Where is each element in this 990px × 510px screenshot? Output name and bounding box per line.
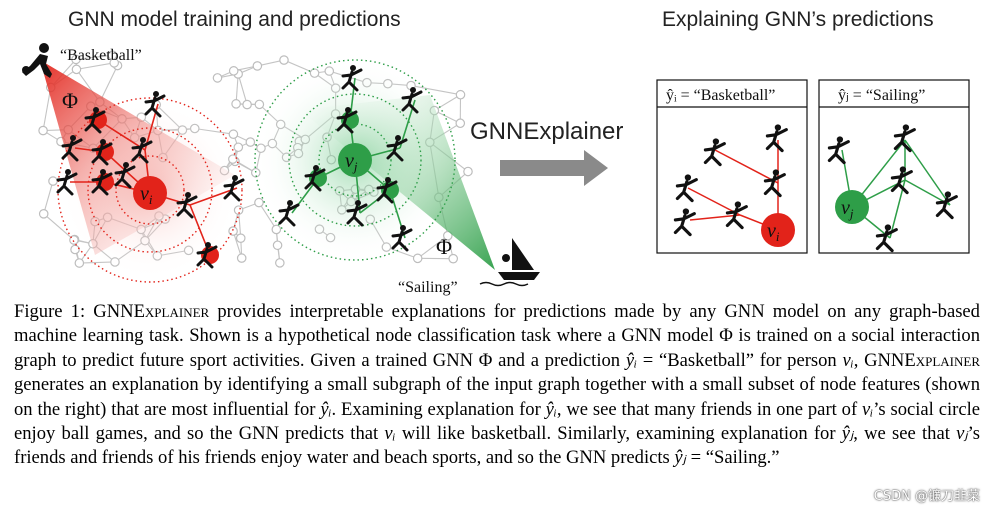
green-hop-circles bbox=[254, 59, 456, 261]
graph-node bbox=[463, 166, 473, 177]
athlete-icon bbox=[386, 135, 408, 162]
explanation-panel-i: ŷᵢ = “Basketball” vi bbox=[656, 79, 808, 254]
explain-arrow bbox=[500, 150, 608, 186]
athlete-icon bbox=[346, 200, 368, 227]
athlete-icon bbox=[890, 166, 913, 195]
athlete-icon bbox=[304, 165, 327, 192]
graph-node bbox=[412, 253, 423, 264]
graph-node bbox=[245, 137, 256, 147]
athlete-icon bbox=[725, 201, 748, 230]
graph-node bbox=[443, 230, 453, 241]
node-vj bbox=[338, 143, 372, 177]
athlete-icon bbox=[401, 87, 423, 114]
athlete-icon bbox=[336, 107, 359, 134]
gnnexplainer-arrow-label: GNNExplainer bbox=[470, 118, 623, 145]
figure-graphic: vi vj Φ Φ “Basketball” “Sailing” GNNExpl… bbox=[22, 43, 970, 296]
athlete-icon bbox=[91, 139, 114, 166]
graph-node bbox=[38, 125, 48, 136]
athlete-icon bbox=[935, 191, 958, 220]
graph-node bbox=[235, 233, 246, 243]
panel-i-title: ŷᵢ = “Basketball” bbox=[666, 87, 775, 104]
sailing-label: “Sailing” bbox=[398, 279, 458, 296]
phi-label-green: Φ bbox=[436, 234, 452, 259]
athlete-icon bbox=[675, 174, 698, 203]
athlete-icon bbox=[278, 200, 300, 227]
node-vj-label: vj bbox=[345, 150, 358, 174]
athlete-icon bbox=[91, 169, 114, 196]
athlete-icon bbox=[176, 192, 198, 219]
athlete-icon bbox=[763, 169, 786, 198]
phi-label-red: Φ bbox=[62, 88, 78, 113]
athlete-icon bbox=[893, 124, 916, 153]
graph-node bbox=[233, 142, 244, 153]
graph-node bbox=[252, 61, 263, 71]
sailboat-icon bbox=[479, 238, 540, 287]
graph-node bbox=[455, 89, 466, 100]
athlete-icon bbox=[114, 162, 136, 189]
graph-node bbox=[71, 64, 82, 75]
athlete-icon bbox=[376, 177, 399, 204]
athlete-icon bbox=[56, 169, 78, 196]
athlete-icon bbox=[391, 225, 413, 252]
graph-node bbox=[455, 118, 466, 129]
athlete-icon bbox=[703, 138, 726, 167]
panel-j-node-label: vj bbox=[841, 197, 854, 221]
athlete-figures-left bbox=[56, 65, 423, 269]
graph-node bbox=[212, 73, 223, 83]
graph-node bbox=[275, 258, 285, 268]
athlete-icon bbox=[223, 175, 245, 202]
athlete-icon bbox=[827, 136, 850, 165]
athlete-icon bbox=[131, 137, 153, 164]
right-heading: Explaining GNN’s predictions bbox=[662, 8, 934, 31]
graph-node bbox=[236, 253, 247, 263]
basketball-player-icon bbox=[22, 43, 52, 78]
graph-node bbox=[74, 258, 85, 268]
caption-gnnexplainer-2: GNNExplainer bbox=[864, 349, 980, 371]
graph-node bbox=[38, 209, 49, 219]
athlete-icon bbox=[196, 242, 219, 269]
basketball-label: “Basketball” bbox=[60, 47, 142, 64]
graph-node bbox=[271, 224, 282, 235]
graph-node bbox=[228, 129, 239, 140]
graph-node bbox=[254, 99, 265, 110]
athlete-icon bbox=[84, 107, 107, 134]
graph-node bbox=[107, 50, 118, 60]
node-vi bbox=[133, 176, 167, 210]
graph-node bbox=[242, 99, 252, 110]
graph-node bbox=[448, 253, 459, 264]
athlete-icon bbox=[341, 65, 363, 92]
athlete-icon bbox=[673, 208, 696, 237]
graph-node bbox=[279, 55, 289, 65]
athlete-icon bbox=[875, 224, 898, 253]
graph-node bbox=[71, 54, 81, 65]
explanation-panel-j: ŷⱼ = “Sailing” vj bbox=[818, 79, 970, 254]
caption-gnnexplainer-1: GNNExplainer bbox=[93, 301, 210, 322]
left-heading: GNN model training and predictions bbox=[68, 8, 401, 31]
node-vi-label: vi bbox=[140, 183, 153, 207]
athlete-icon bbox=[144, 91, 166, 118]
graph-node bbox=[272, 240, 283, 251]
panel-j-title: ŷⱼ = “Sailing” bbox=[838, 87, 925, 104]
athlete-icon bbox=[765, 124, 788, 153]
panel-i-node-label: vi bbox=[767, 220, 780, 244]
csdn-watermark: CSDN @镰刀韭菜 bbox=[873, 489, 980, 504]
graph-node bbox=[254, 197, 264, 208]
graph-node bbox=[70, 244, 80, 255]
graph-node bbox=[231, 99, 241, 109]
graph-node bbox=[228, 66, 239, 76]
figure-caption: Figure 1: GNNExplainer provides interpre… bbox=[14, 301, 981, 469]
graph-node bbox=[48, 176, 58, 186]
athlete-icon bbox=[61, 135, 83, 162]
